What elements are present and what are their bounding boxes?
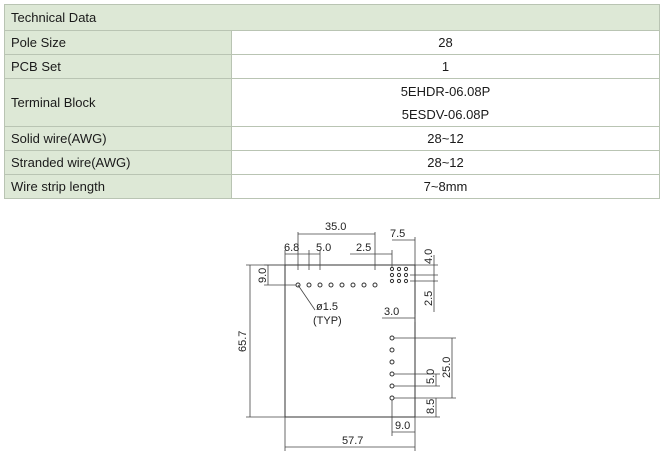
row-label-pcb-set: PCB Set: [4, 54, 232, 79]
top-hole-row: [295, 282, 378, 288]
row-value-stranded-wire: 28~12: [231, 150, 660, 175]
dim-right-offset: 7.5: [390, 228, 405, 240]
table-row: Solid wire(AWG) 28~12: [4, 126, 660, 151]
dim-bottom-margin: 8.5: [425, 399, 437, 414]
board-outline: [284, 264, 416, 418]
dim-bottom-offset: 9.0: [395, 420, 410, 432]
right-hole-column: [389, 335, 395, 401]
row-label-pole-size: Pole Size: [4, 30, 232, 55]
dim-height: 65.7: [237, 331, 249, 352]
dim-pitch-small: 2.5: [356, 242, 371, 254]
dim-width: 57.7: [342, 435, 363, 447]
pcb-dimension-drawing: 35.0 6.8 5.0 2.5 7.5 4.0 9.0 2.5 ø1.5 (T…: [237, 221, 456, 451]
row-value-solid-wire: 28~12: [231, 126, 660, 151]
dim-left-margin: 9.0: [257, 268, 269, 283]
row-label-stranded-wire: Stranded wire(AWG): [4, 150, 232, 175]
dimension-lines: [246, 232, 456, 451]
dim-top-width: 35.0: [325, 221, 346, 233]
table-row: Stranded wire(AWG) 28~12: [4, 150, 660, 175]
terminal-block-value-2: 5ESDV-06.08P: [401, 106, 490, 122]
right-hole-cluster: [389, 266, 409, 284]
dim-left-offset: 6.8: [284, 242, 299, 254]
table-header-row: Technical Data: [4, 4, 660, 31]
table-title: Technical Data: [4, 4, 660, 31]
dim-hole-note: (TYP): [313, 315, 342, 327]
dim-inner-offset: 3.0: [384, 306, 399, 318]
row-label-solid-wire: Solid wire(AWG): [4, 126, 232, 151]
table-row: Wire strip length 7~8mm: [4, 174, 660, 199]
row-value-wire-strip-length: 7~8mm: [231, 174, 660, 199]
row-label-terminal-block: Terminal Block: [4, 78, 232, 127]
table-row: PCB Set 1: [4, 54, 660, 79]
row-value-pcb-set: 1: [231, 54, 660, 79]
dim-bottom-span: 25.0: [441, 357, 453, 378]
dim-bottom-pitch: 5.0: [425, 369, 437, 384]
terminal-block-value-1: 5EHDR-06.08P: [400, 83, 491, 99]
technical-data-table: Technical Data Pole Size 28 PCB Set 1 Te…: [4, 4, 660, 199]
row-value-terminal-block: 5EHDR-06.08P 5ESDV-06.08P: [231, 78, 660, 127]
table-row: Pole Size 28: [4, 30, 660, 55]
dim-pitch-top: 5.0: [316, 242, 331, 254]
dim-right-pitch: 2.5: [423, 291, 435, 306]
row-label-wire-strip-length: Wire strip length: [4, 174, 232, 199]
dim-top-margin: 4.0: [423, 249, 435, 264]
row-value-pole-size: 28: [231, 30, 660, 55]
table-row: Terminal Block 5EHDR-06.08P 5ESDV-06.08P: [4, 78, 660, 127]
dim-hole-dia: ø1.5: [316, 301, 338, 313]
